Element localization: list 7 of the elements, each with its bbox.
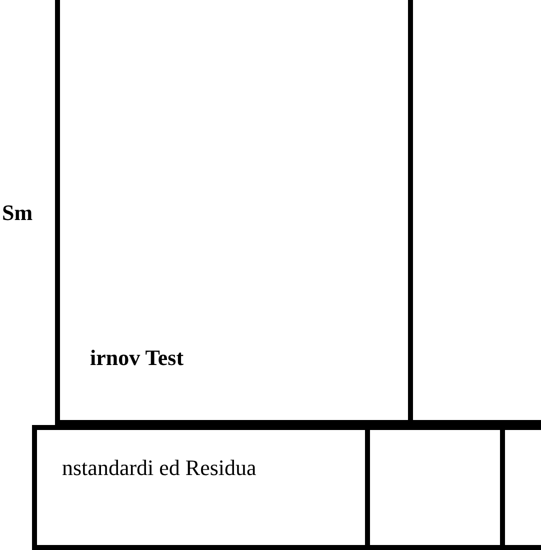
table-cell [370,425,505,550]
cell-text: irnov Test [90,345,184,371]
table-cell [32,425,370,550]
table-cell [505,425,541,550]
table-cell [55,0,413,425]
cell-text: nstandardi ed Residua [62,455,256,481]
row-label: Sm [2,200,33,226]
